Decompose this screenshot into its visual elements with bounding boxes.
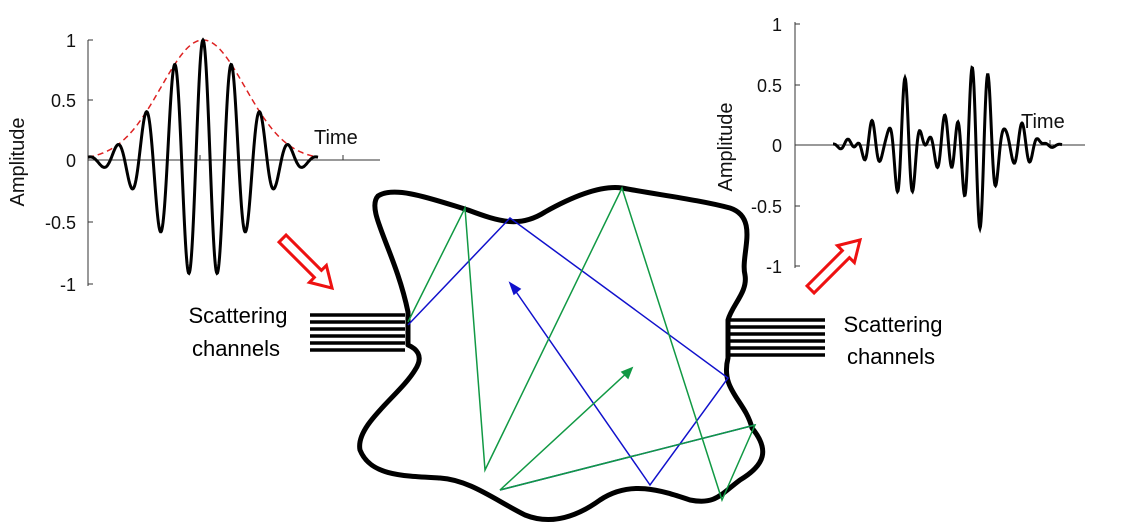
left-channels-label-line1: Scattering — [188, 303, 287, 328]
input-ytick-neg0.5: -0.5 — [45, 213, 76, 233]
output-ytick-0: 0 — [772, 136, 782, 156]
green-ray-arrowhead-icon — [620, 366, 634, 380]
input-ytick-0.5: 0.5 — [51, 91, 76, 111]
output-ytick-neg0.5: -0.5 — [751, 197, 782, 217]
output-ytick-0.5: 0.5 — [757, 76, 782, 96]
right-channels-label-line2: channels — [847, 344, 935, 369]
output-ytick-1: 1 — [772, 15, 782, 35]
input-ytick-0: 0 — [66, 151, 76, 171]
chaotic-cavity-outline — [357, 185, 766, 523]
blue-ray-arrowhead-icon — [508, 281, 522, 296]
output-xlabel: Time — [1021, 111, 1065, 133]
green-ray-paths — [407, 185, 757, 503]
input-signal-plot: 1 0.5 0 -0.5 -1 Amplitude Time — [7, 31, 380, 295]
input-envelope-curve — [87, 39, 319, 158]
right-channels-label-line1: Scattering — [843, 312, 942, 337]
input-ytick-neg1: -1 — [60, 275, 76, 295]
output-ytick-neg1: -1 — [766, 257, 782, 277]
input-ylabel: Amplitude — [7, 118, 29, 207]
left-channels-label-line2: channels — [192, 336, 280, 361]
blue-ray-paths — [407, 217, 756, 491]
output-arrow-icon — [804, 237, 863, 296]
input-ytick-1: 1 — [66, 31, 76, 51]
input-arrow-icon — [276, 232, 335, 291]
input-wave-packet — [87, 37, 319, 276]
output-wave-signal — [833, 65, 1063, 234]
output-ylabel: Amplitude — [715, 103, 737, 192]
output-signal-plot: 1 0.5 0 -0.5 -1 Amplitude Time — [715, 15, 1085, 277]
left-scattering-channels — [310, 313, 405, 352]
input-xlabel: Time — [314, 127, 358, 149]
right-scattering-channels — [728, 318, 825, 357]
